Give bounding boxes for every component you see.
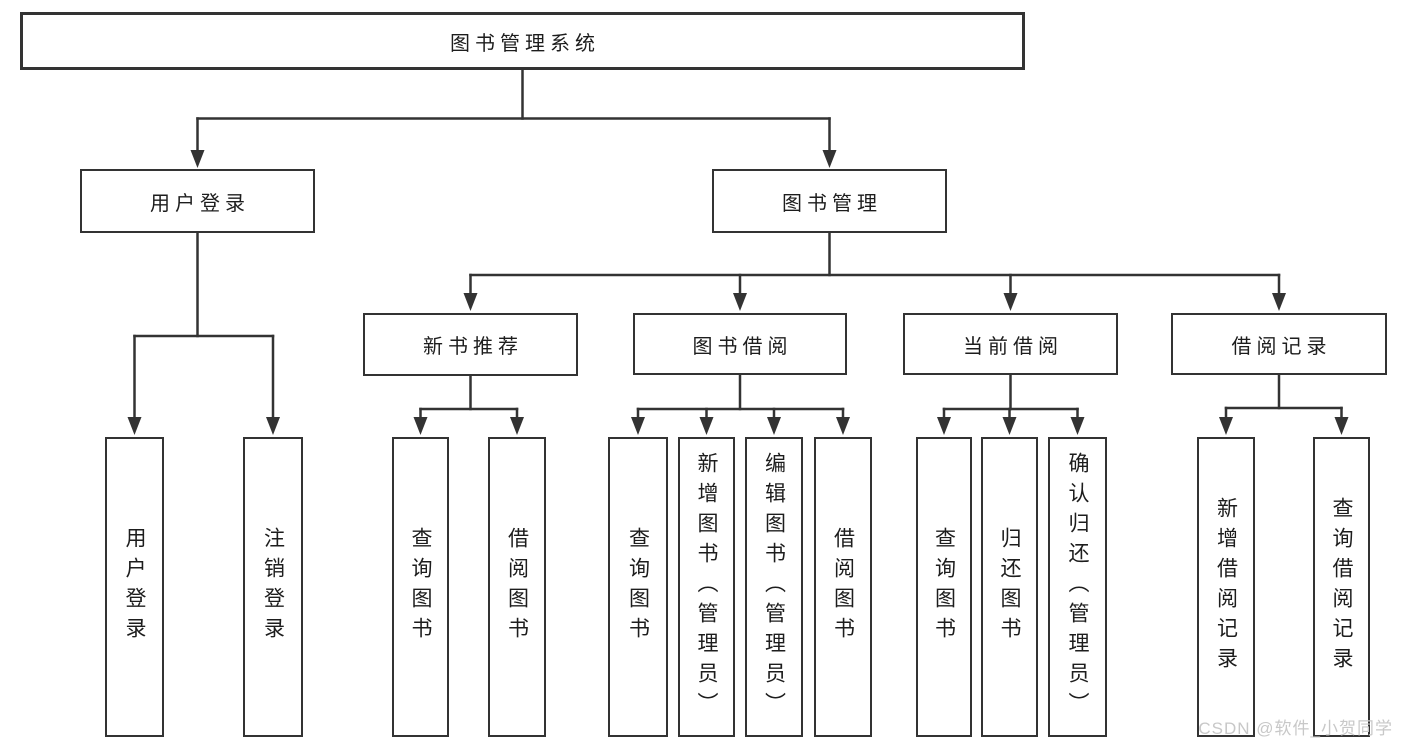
node-label: 确认归还（管理员） [1066, 452, 1089, 722]
node-borrow-books-recommend: 借阅图书 [488, 437, 546, 737]
node-label: 借阅图书 [831, 527, 855, 647]
user-login-children-connector [127, 231, 280, 435]
node-query-books-current: 查询图书 [916, 437, 972, 737]
node-label: 图书管理系统 [450, 32, 600, 55]
node-query-books-recommend: 查询图书 [392, 437, 449, 737]
node-edit-book-admin: 编辑图书（管理员） [745, 437, 803, 737]
book-borrow-children-connector [631, 373, 850, 435]
node-label: 借阅图书 [505, 527, 529, 647]
node-user-login: 用户登录 [80, 169, 315, 233]
node-confirm-return-admin: 确认归还（管理员） [1048, 437, 1107, 737]
node-label: 用户登录 [123, 527, 146, 647]
node-query-books-borrow: 查询图书 [608, 437, 668, 737]
node-query-borrow-record: 查询借阅记录 [1313, 437, 1370, 737]
node-label: 查询图书 [626, 527, 650, 647]
node-label: 查询借阅记录 [1330, 497, 1353, 677]
node-label: 新增图书（管理员） [695, 452, 718, 722]
borrow-records-children-connector [1219, 373, 1349, 435]
node-label: 查询图书 [409, 527, 432, 647]
node-book-borrow: 图书借阅 [633, 313, 847, 375]
node-label: 新增借阅记录 [1214, 497, 1238, 677]
node-return-books: 归还图书 [981, 437, 1038, 737]
node-label: 用户登录 [150, 192, 250, 215]
csdn-watermark: CSDN @软件_小贺同学 [1198, 719, 1393, 738]
node-label: 注销登录 [261, 527, 285, 647]
node-new-book-recommend: 新书推荐 [363, 313, 578, 376]
node-add-borrow-record: 新增借阅记录 [1197, 437, 1255, 737]
current-borrow-children-connector [937, 373, 1085, 435]
node-add-book-admin: 新增图书（管理员） [678, 437, 735, 737]
node-label: 归还图书 [998, 527, 1021, 647]
node-label: 图书借阅 [692, 335, 793, 358]
node-borrow-records: 借阅记录 [1171, 313, 1387, 375]
node-label: 借阅记录 [1231, 335, 1332, 358]
node-current-borrow: 当前借阅 [903, 313, 1118, 375]
node-book-management: 图书管理 [712, 169, 947, 233]
node-label: 编辑图书（管理员） [762, 452, 786, 722]
node-label: 新书推荐 [423, 336, 523, 358]
book-management-children-connector [463, 231, 1286, 311]
node-label: 查询图书 [932, 527, 956, 647]
node-label: 当前借阅 [963, 335, 1063, 358]
new-book-recommend-children-connector [413, 374, 524, 435]
node-logout: 注销登录 [243, 437, 303, 737]
node-user-login-leaf: 用户登录 [105, 437, 164, 737]
node-borrow-books: 借阅图书 [814, 437, 872, 737]
node-library-management-system: 图书管理系统 [20, 12, 1025, 70]
node-label: 图书管理 [782, 192, 882, 215]
root-to-level2-connector [190, 68, 837, 168]
